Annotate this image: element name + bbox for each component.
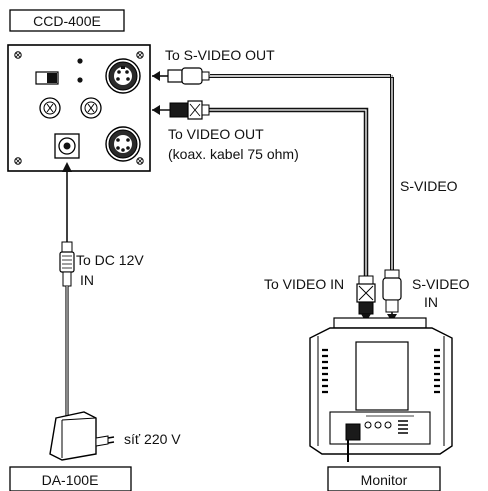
indicator-led-icon <box>77 77 83 83</box>
svideo-plug-icon <box>167 67 210 85</box>
adapter-label-box: DA-100E <box>9 466 132 491</box>
video-out-bnc-icon <box>80 97 102 119</box>
svideo-in-label-line1: S-VIDEO <box>412 276 470 292</box>
power-adapter-icon <box>49 411 115 461</box>
dc-in-label-line1: To DC 12V <box>76 252 144 268</box>
monitor-label-box: Monitor <box>327 466 441 491</box>
indicator-led-icon <box>77 58 83 64</box>
camera-label-box: CCD-400E <box>9 9 125 32</box>
video-out-label: To VIDEO OUT <box>168 126 264 142</box>
svideo-cable-label: S-VIDEO <box>400 178 458 194</box>
slide-switch-icon <box>35 71 59 85</box>
dc-in-socket-icon <box>54 133 80 159</box>
camera-rear-panel <box>7 44 151 172</box>
arrow-icon <box>152 105 160 115</box>
camera-model-label: CCD-400E <box>33 13 101 29</box>
bnc-connector-icon <box>39 97 61 119</box>
mains-label: síť 220 V <box>124 431 181 447</box>
video-in-label: To VIDEO IN <box>264 276 344 292</box>
monitor-rear-icon <box>309 317 453 462</box>
coax-note-label: (koax. kabel 75 ohm) <box>168 146 299 162</box>
dc-power-cable <box>59 162 75 418</box>
svideo-out-label: To S-VIDEO OUT <box>165 47 275 63</box>
arrow-icon <box>62 162 72 172</box>
panel-screw-icon <box>14 51 144 165</box>
svideo-out-connector-icon <box>105 58 141 94</box>
bnc-plug-icon <box>169 100 210 120</box>
dc-plug-icon <box>59 241 75 287</box>
bnc-plug-icon <box>356 275 376 315</box>
svideo-in-label-line2: IN <box>424 294 438 310</box>
adapter-model-label: DA-100E <box>42 472 99 488</box>
monitor-label: Monitor <box>361 472 408 488</box>
arrow-icon <box>152 71 160 81</box>
svideo-cable <box>152 67 402 322</box>
vent-grille-icon <box>322 348 440 394</box>
din-connector-icon <box>105 126 141 162</box>
svideo-plug-icon <box>382 269 402 313</box>
dc-in-label-line2: IN <box>80 272 94 288</box>
